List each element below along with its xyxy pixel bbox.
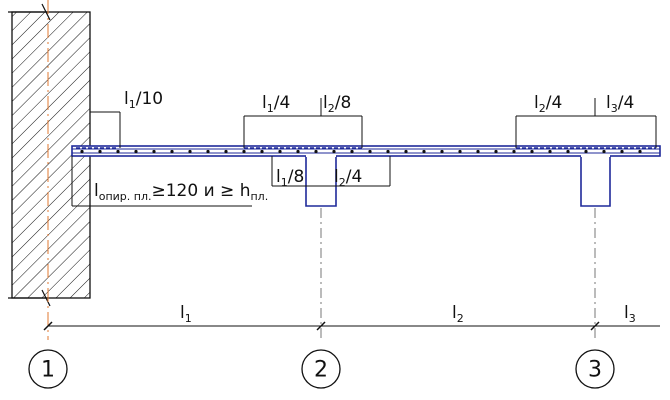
- dim-label-l3-4: l3/4: [606, 93, 634, 115]
- span-label-l1: l1: [180, 303, 192, 325]
- rib-beam-axis-3: [580, 155, 611, 207]
- svg-text:2: 2: [314, 358, 328, 383]
- dimension-lines: [48, 98, 660, 327]
- dim-label-l1-8: l1/8: [276, 167, 304, 189]
- axis-marker-1: 1: [28, 349, 68, 389]
- floor-slab: [71, 145, 661, 157]
- svg-text:1: 1: [41, 358, 55, 383]
- dim-label-l2-8: l2/8: [323, 93, 351, 115]
- svg-text:3: 3: [588, 358, 602, 383]
- rebar-dots: [80, 149, 642, 154]
- rib-beam-axis-2: [305, 155, 337, 207]
- dim-label-l1-4: l1/4: [262, 93, 290, 115]
- dimension-ticks: [43, 321, 600, 331]
- dim-label-l2-4-right: l2/4: [534, 93, 562, 115]
- span-label-l3: l3: [624, 303, 636, 325]
- dim-label-l2-4-mid: l2/4: [334, 167, 362, 189]
- support-length-note: lопир. пл.≥120 и ≥ hпл.: [94, 181, 268, 203]
- dim-label-l1-10: l1/10: [124, 89, 163, 111]
- axis-marker-2: 2: [301, 349, 341, 389]
- axis-marker-3: 3: [575, 349, 615, 389]
- span-label-l2: l2: [452, 303, 464, 325]
